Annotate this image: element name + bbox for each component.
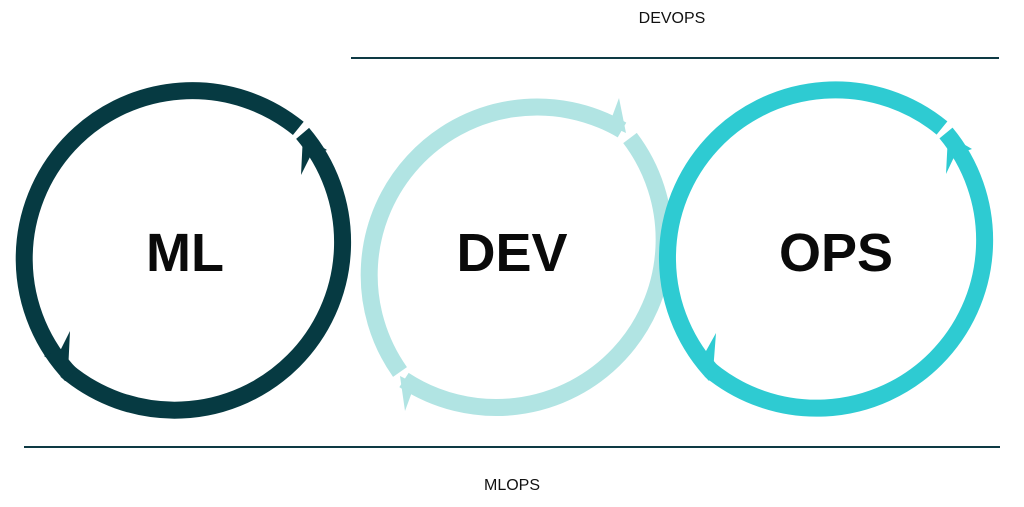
ml-label: ML bbox=[146, 223, 224, 283]
dev-arrow-right-icon bbox=[600, 98, 626, 133]
ml-arrow-up-icon bbox=[301, 135, 327, 175]
devops-bracket-line bbox=[351, 57, 999, 59]
ops-cycle-ring bbox=[658, 81, 994, 417]
devops-label: DEVOPS bbox=[638, 10, 706, 27]
mlops-bracket-line bbox=[24, 446, 1000, 448]
dev-arrow-left-icon bbox=[400, 376, 424, 411]
ml-cycle-ring bbox=[15, 82, 352, 419]
dev-label: DEV bbox=[456, 223, 568, 283]
ops-arrow-up-icon bbox=[946, 135, 972, 174]
ops-label: OPS bbox=[778, 223, 894, 283]
mlops-label: MLOPS bbox=[483, 477, 540, 494]
ml-arrow-down-icon bbox=[44, 331, 70, 372]
dev-cycle-ring bbox=[360, 98, 673, 417]
ops-arrow-down-icon bbox=[690, 333, 716, 372]
